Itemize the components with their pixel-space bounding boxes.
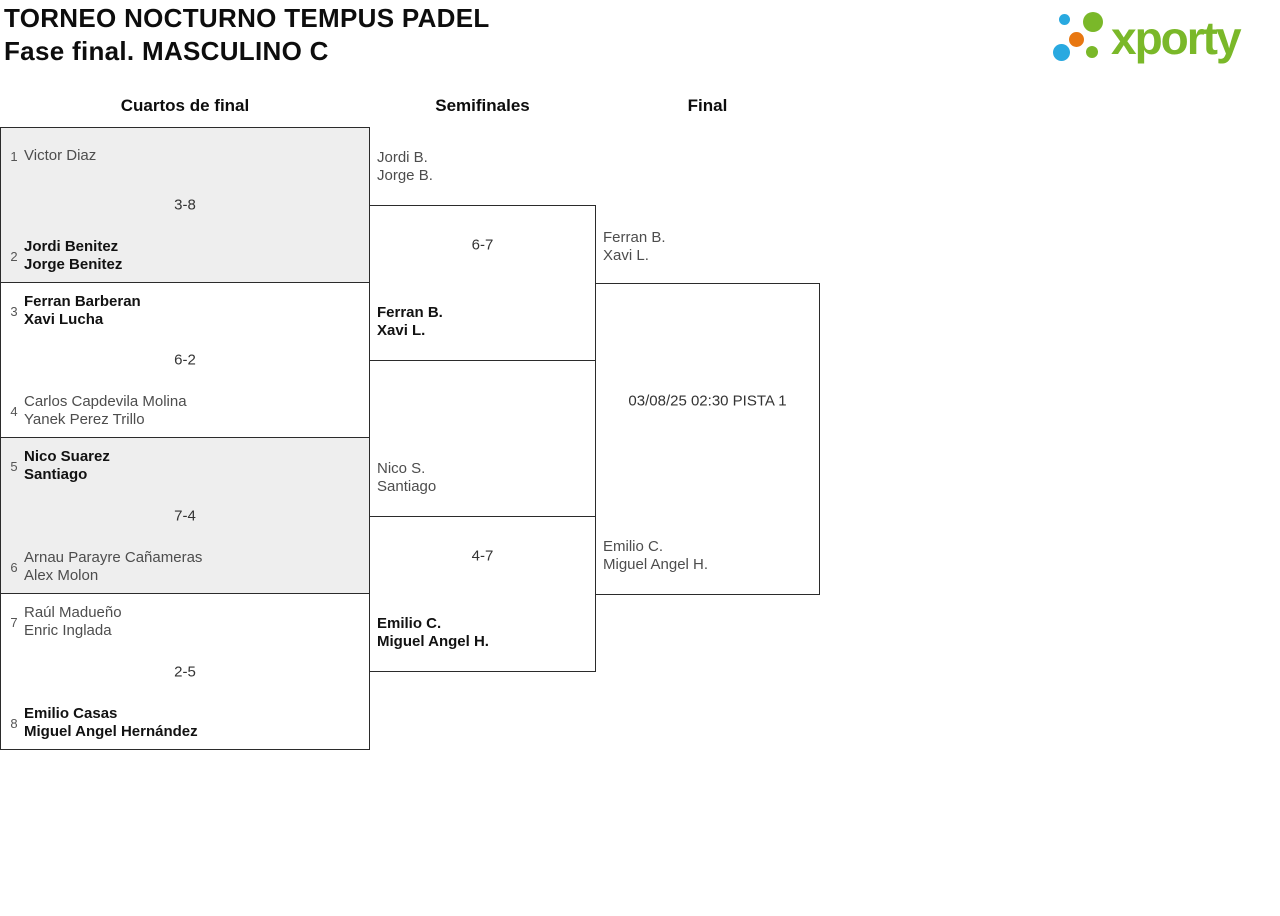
team-name-line: Nico Suarez — [24, 448, 110, 465]
team-name-line: Emilio C. — [603, 538, 664, 555]
seed-number: 5 — [10, 458, 18, 474]
team-slot-top: 5 Nico Suarez Santiago — [8, 448, 365, 484]
logo-dot-blue-large — [1053, 44, 1070, 61]
xporty-wordmark: xporty — [1111, 12, 1242, 64]
team-name-line: Carlos Capdevila Molina — [24, 393, 187, 410]
team-name: Nico Suarez Santiago — [24, 448, 110, 484]
match-semifinal-1[interactable]: Jordi B. Jorge B. 6-7 Ferran B. Xavi L. — [369, 149, 596, 361]
match-quarterfinal-2[interactable]: 3 Ferran Barberan Xavi Lucha 6-2 4 Carlo… — [1, 283, 369, 438]
match-quarterfinal-4[interactable]: 7 Raúl Madueño Enric Inglada 2-5 8 Emili… — [1, 594, 369, 749]
team-name-line: Raúl Madueño — [24, 604, 122, 621]
team-name-line: Jorge Benitez — [24, 256, 123, 273]
match-quarterfinal-1[interactable]: 1 Victor Diaz 3-8 2 Jordi Benitez Jorge … — [1, 128, 369, 283]
match-score: 7-4 — [174, 507, 196, 524]
team-name-line: Enric Inglada — [24, 622, 112, 639]
match-semifinal-2[interactable]: Nico S. Santiago 4-7 Emilio C. Miguel An… — [369, 460, 596, 672]
team-name-line: Santiago — [24, 466, 88, 483]
team-name: Raúl Madueño Enric Inglada — [24, 604, 122, 640]
team-name: Jordi B. Jorge B. — [377, 149, 433, 185]
team-name: Arnau Parayre Cañameras Alex Molon — [24, 549, 202, 585]
team-slot-bottom: 8 Emilio Casas Miguel Angel Hernández — [8, 705, 365, 741]
team-name-line: Jordi B. — [377, 149, 428, 166]
match-score: 6-7 — [471, 236, 494, 253]
team-name: Emilio C. Miguel Angel H. — [377, 615, 489, 651]
match-score: 4-7 — [471, 547, 494, 564]
team-slot-top: 3 Ferran Barberan Xavi Lucha — [8, 293, 365, 329]
match-score: 3-8 — [174, 196, 196, 214]
seed-number: 8 — [10, 715, 18, 731]
team-name-line: Jordi Benitez — [24, 238, 119, 255]
seed-number: 7 — [10, 614, 18, 630]
round-header-final: Final — [687, 96, 728, 115]
team-name: Ferran B. Xavi L. — [603, 229, 666, 265]
team-slot-bottom: 6 Arnau Parayre Cañameras Alex Molon — [8, 549, 365, 585]
xporty-dots-icon — [1048, 6, 1106, 66]
logo-dot-green-large — [1083, 12, 1103, 32]
logo-dot-orange — [1069, 32, 1084, 47]
team-name: Carlos Capdevila Molina Yanek Perez Tril… — [24, 393, 187, 429]
team-name-line: Emilio Casas — [24, 705, 118, 722]
seed-number: 4 — [10, 403, 18, 419]
match-score: 2-5 — [174, 663, 196, 680]
tournament-title: TORNEO NOCTURNO TEMPUS PADEL — [4, 3, 490, 33]
team-slot-top: 1 Victor Diaz — [8, 138, 365, 174]
team-name-line: Jorge B. — [377, 167, 433, 184]
tournament-subtitle: Fase final. MASCULINO C — [4, 36, 329, 66]
team-name: Jordi Benitez Jorge Benitez — [24, 238, 122, 274]
team-name-line: Miguel Angel Hernández — [24, 723, 198, 740]
quarterfinals-column: 1 Victor Diaz 3-8 2 Jordi Benitez Jorge … — [0, 127, 370, 750]
logo-dot-green-small — [1086, 46, 1098, 58]
match-final[interactable]: Ferran B. Xavi L. 03/08/25 02:30 PISTA 1… — [595, 229, 820, 595]
team-name-line: Ferran B. — [603, 229, 666, 246]
team-name-line: Nico S. — [377, 460, 426, 477]
xporty-logo[interactable]: xporty — [1048, 6, 1276, 70]
team-name-line: Ferran B. — [377, 304, 443, 321]
team-name-line: Arnau Parayre Cañameras — [24, 549, 203, 566]
team-name-line: Xavi L. — [603, 247, 649, 264]
team-name-line: Xavi Lucha — [24, 311, 104, 328]
team-name: Emilio Casas Miguel Angel Hernández — [24, 705, 198, 741]
team-slot-bottom: 2 Jordi Benitez Jorge Benitez — [8, 238, 365, 274]
team-name-line: Ferran Barberan — [24, 293, 141, 310]
match-score: 6-2 — [174, 351, 196, 369]
seed-number: 3 — [10, 303, 18, 319]
match-quarterfinal-3[interactable]: 5 Nico Suarez Santiago 7-4 6 Arnau Paray… — [1, 438, 369, 594]
page-title: TORNEO NOCTURNO TEMPUS PADEL Fase final.… — [4, 2, 490, 68]
team-name-line: Yanek Perez Trillo — [24, 411, 145, 428]
team-slot-bottom: 4 Carlos Capdevila Molina Yanek Perez Tr… — [8, 393, 365, 429]
team-name-line: Alex Molon — [24, 567, 99, 584]
round-header-cuartos: Cuartos de final — [120, 96, 250, 115]
final-schedule: 03/08/25 02:30 PISTA 1 — [628, 392, 787, 410]
team-slot-top: 7 Raúl Madueño Enric Inglada — [8, 604, 365, 640]
logo-dot-blue-small — [1059, 14, 1070, 25]
team-name-line: Santiago — [377, 478, 437, 495]
team-name-line: Miguel Angel H. — [377, 633, 489, 650]
team-name: Emilio C. Miguel Angel H. — [603, 538, 708, 574]
round-header-semifinales: Semifinales — [435, 96, 530, 115]
team-name-line: Miguel Angel H. — [603, 556, 709, 573]
seed-number: 2 — [10, 248, 18, 264]
seed-number: 1 — [10, 148, 18, 164]
team-name: Victor Diaz — [24, 138, 96, 174]
team-name: Ferran B. Xavi L. — [377, 304, 443, 340]
team-name-line: Emilio C. — [377, 615, 442, 632]
team-name-line: Xavi L. — [377, 322, 426, 339]
team-name-line: Victor Diaz — [24, 147, 97, 164]
team-name: Nico S. Santiago — [377, 460, 436, 496]
team-name: Ferran Barberan Xavi Lucha — [24, 293, 141, 329]
seed-number: 6 — [10, 559, 18, 575]
